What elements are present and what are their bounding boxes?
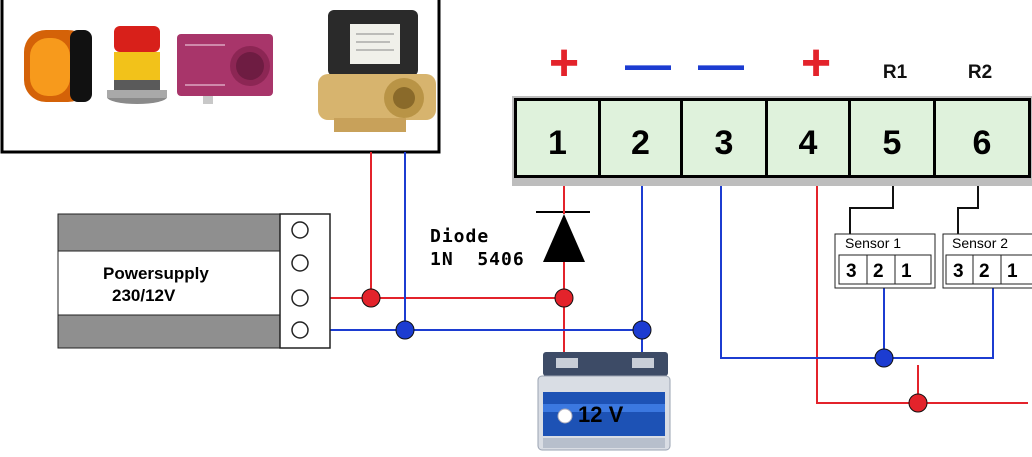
diode-name: Diode [430,226,489,247]
plus-sign: + [801,34,831,92]
junction-negative-battery [632,320,652,340]
junctions [361,288,928,413]
siren-icon [177,34,273,104]
terminal-cell-4 [768,101,848,175]
junction-positive-sensors [908,393,928,413]
sensor-1-pin-3: 3 [846,261,857,282]
sensor-2: Sensor 2 3 2 1 [942,233,1032,289]
sensor-1: Sensor 1 3 2 1 [834,233,936,289]
terminal-number-4: 4 [799,124,818,162]
terminal-number-1: 1 [548,124,567,162]
relay-label-r2: R2 [968,62,992,83]
terminal-block: 1 2 3 4 5 6 [512,96,1032,186]
ps-terminal-2 [291,254,309,272]
minus-sign: — [698,38,744,90]
positive-wires [300,152,1028,404]
sensor-2-pin-1: 1 [1007,261,1018,282]
battery-icon [537,352,671,451]
solenoid-valve-icon [318,10,436,132]
ps-terminal-1 [291,221,309,239]
minus-sign: — [625,38,671,90]
power-supply-label-line1: Powersupply [103,264,209,283]
sensor-1-pin-2: 2 [873,261,884,282]
power-supply: Powersupply 230/12V [57,213,331,349]
diode-part-number: 1N 5406 [430,249,525,270]
terminal-number-6: 6 [973,124,992,162]
terminal-signs: + — — + R1 R2 [549,34,992,92]
junction-negative-ps [395,320,415,340]
terminal-cell-6 [936,101,1028,175]
beacon-icon [24,30,92,102]
relay-wires [849,186,979,234]
terminal-number-2: 2 [631,124,650,162]
junction-negative-sensors [874,348,894,368]
power-supply-label-line2: 230/12V [112,286,176,305]
terminal-cell-3 [683,101,765,175]
battery-label: 12 V [578,402,624,427]
ps-terminal-3 [291,289,309,307]
sensor-2-title: Sensor 2 [952,235,1008,251]
terminal-cell-5 [851,101,933,175]
signal-tower-icon [107,26,167,104]
sensor-1-title: Sensor 1 [845,235,901,251]
terminal-cell-2 [601,101,680,175]
terminal-number-5: 5 [883,124,902,162]
junction-positive-diode [554,288,574,308]
ps-terminal-4 [291,321,309,339]
relay-label-r1: R1 [883,62,908,83]
plus-sign: + [549,34,579,92]
terminal-number-3: 3 [715,124,734,162]
junction-positive-ps [361,288,381,308]
diode-symbol [536,207,590,262]
sensor-2-pin-2: 2 [979,261,990,282]
terminal-cell-1 [517,101,598,175]
sensor-2-pin-3: 3 [953,261,964,282]
sensor-1-pin-1: 1 [901,261,912,282]
